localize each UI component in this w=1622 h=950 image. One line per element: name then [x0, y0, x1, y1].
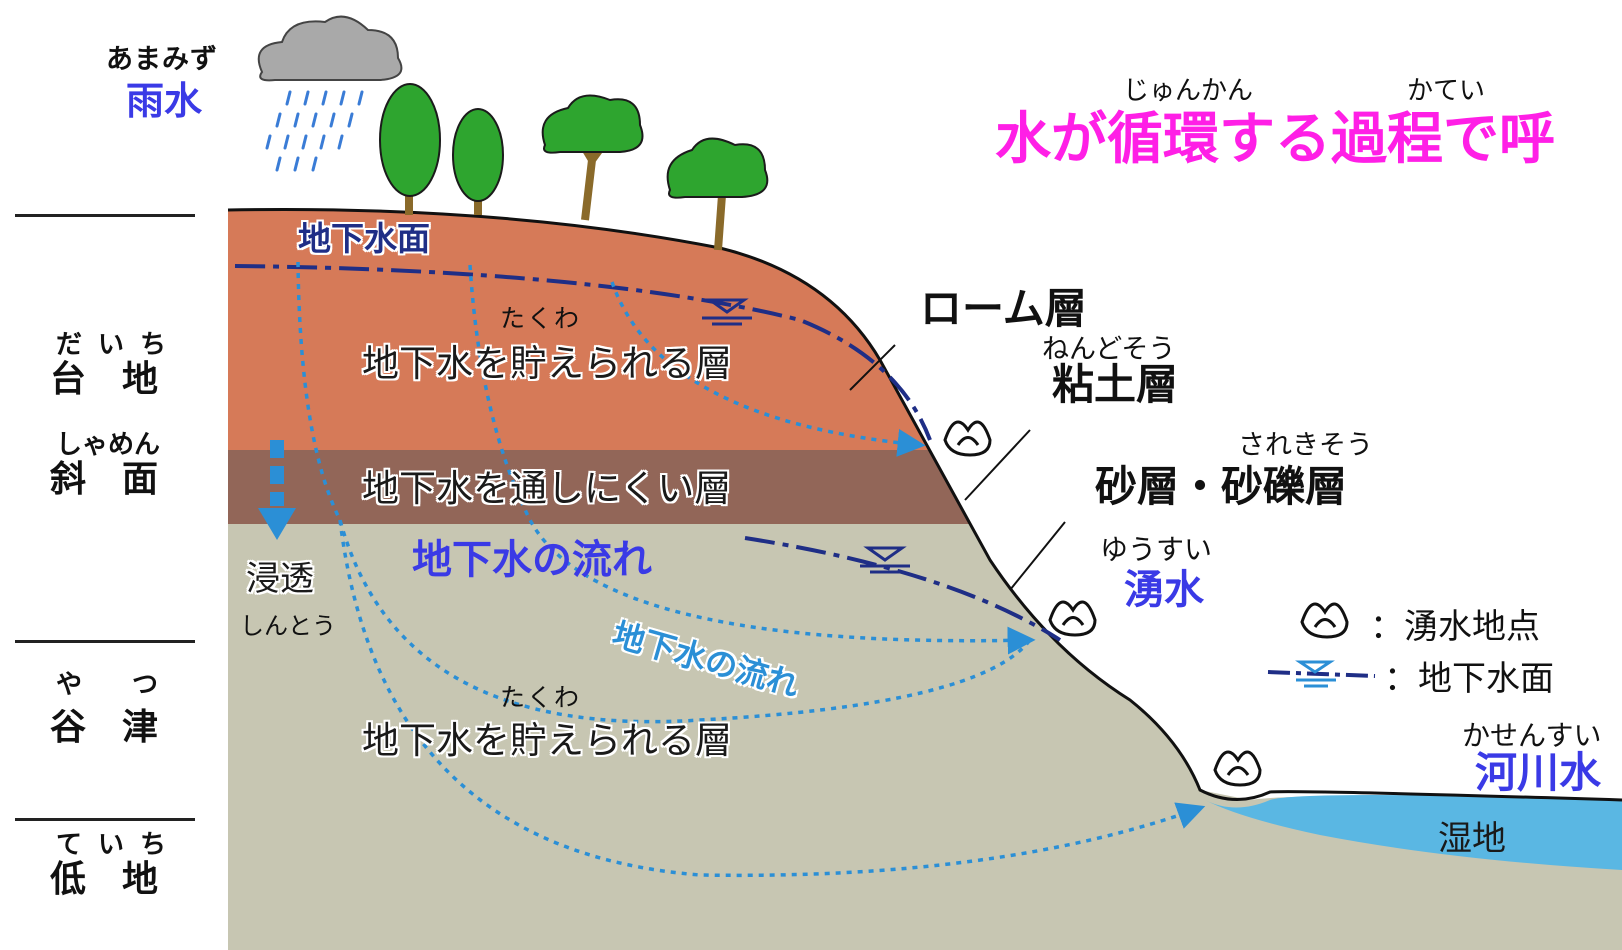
sand-layer-label: 砂層・砂礫層: [1095, 462, 1348, 511]
title-ruby-katei: かてい: [1407, 76, 1486, 106]
groundwater-flow-arrows: [296, 261, 1206, 878]
wetland-label: 湿地: [1438, 819, 1506, 859]
water-table-line-lower: [744, 536, 1062, 642]
flow-arrow-2: [468, 264, 1036, 655]
legend-spring-point: ：湧水地点: [1370, 607, 1540, 647]
spring-icon: [1300, 602, 1349, 639]
section-divider: [15, 640, 195, 643]
section-divider: [15, 818, 195, 821]
water-table-label: 地下水面: [298, 219, 430, 258]
rain-ruby: あまみず: [106, 44, 218, 75]
sand-ruby: されきそう: [1238, 430, 1373, 461]
terrain-label: 台地: [50, 359, 195, 400]
flow-arrow-3: [296, 261, 1032, 724]
spring-icon: [1048, 600, 1097, 637]
infiltration-arrow: [258, 440, 296, 540]
tree-icon: [541, 94, 644, 221]
terrain-label: 谷津: [50, 707, 195, 748]
ground-surface-line: [227, 207, 1622, 802]
spring-icon: [943, 420, 992, 457]
water-table-legend-icon: [1267, 660, 1376, 688]
terrain-ruby: ていち: [56, 830, 183, 860]
flow-label-main: 地下水の流れ: [412, 537, 652, 583]
water-table-symbol-upper: [702, 298, 752, 326]
flow-arrow-1: [610, 281, 926, 457]
section-divider: [15, 214, 195, 217]
aquitard-label: 地下水を通しにくい層: [362, 467, 732, 510]
cloud-icon: [257, 15, 403, 82]
page-title: 水が循環する過程で呼: [995, 107, 1555, 172]
water-table-line-upper: [234, 264, 932, 441]
rain-label: 雨水: [126, 79, 203, 123]
lower-aquifer-label: 地下水を貯えられる層: [362, 719, 732, 762]
terrain-ruby: しゃめん: [56, 430, 161, 460]
title-ruby-junkan: じゅんかん: [1123, 76, 1254, 106]
wetland-water: [1205, 795, 1622, 870]
infiltration-ruby: しんとう: [240, 612, 336, 640]
tree-icon: [666, 137, 769, 251]
clay-ruby: ねんどそう: [1042, 334, 1176, 365]
river-label: 河川水: [1475, 748, 1602, 797]
loam-layer-label: ローム層: [920, 284, 1087, 333]
terrain-ruby: やつ: [56, 670, 209, 700]
clay-layer-label: 粘土層: [1052, 360, 1179, 409]
river-ruby: かせんすい: [1462, 719, 1602, 752]
spring-icon: [1213, 750, 1262, 787]
flow-arrow-4: [338, 519, 1206, 878]
layer-ruby: たくわ: [500, 683, 582, 712]
legend-water-table: ：地下水面: [1384, 659, 1554, 699]
water-table-symbol-lower: [860, 546, 910, 574]
strata-leader-lines: [849, 344, 1066, 591]
terrain-label: 斜面: [50, 459, 195, 500]
terrain-label: 低地: [50, 859, 195, 900]
spring-ruby: ゆうすい: [1100, 533, 1213, 566]
infiltration-label: 浸透: [246, 559, 314, 599]
tree-icon: [379, 83, 441, 215]
spring-label: 湧水: [1124, 567, 1204, 613]
terrain-ruby: だいち: [56, 330, 183, 360]
rain-icon: [265, 90, 364, 172]
tree-icon: [452, 108, 504, 215]
upper-aquifer-label: 地下水を貯えられる層: [362, 342, 732, 385]
layer-ruby: たくわ: [500, 304, 582, 333]
